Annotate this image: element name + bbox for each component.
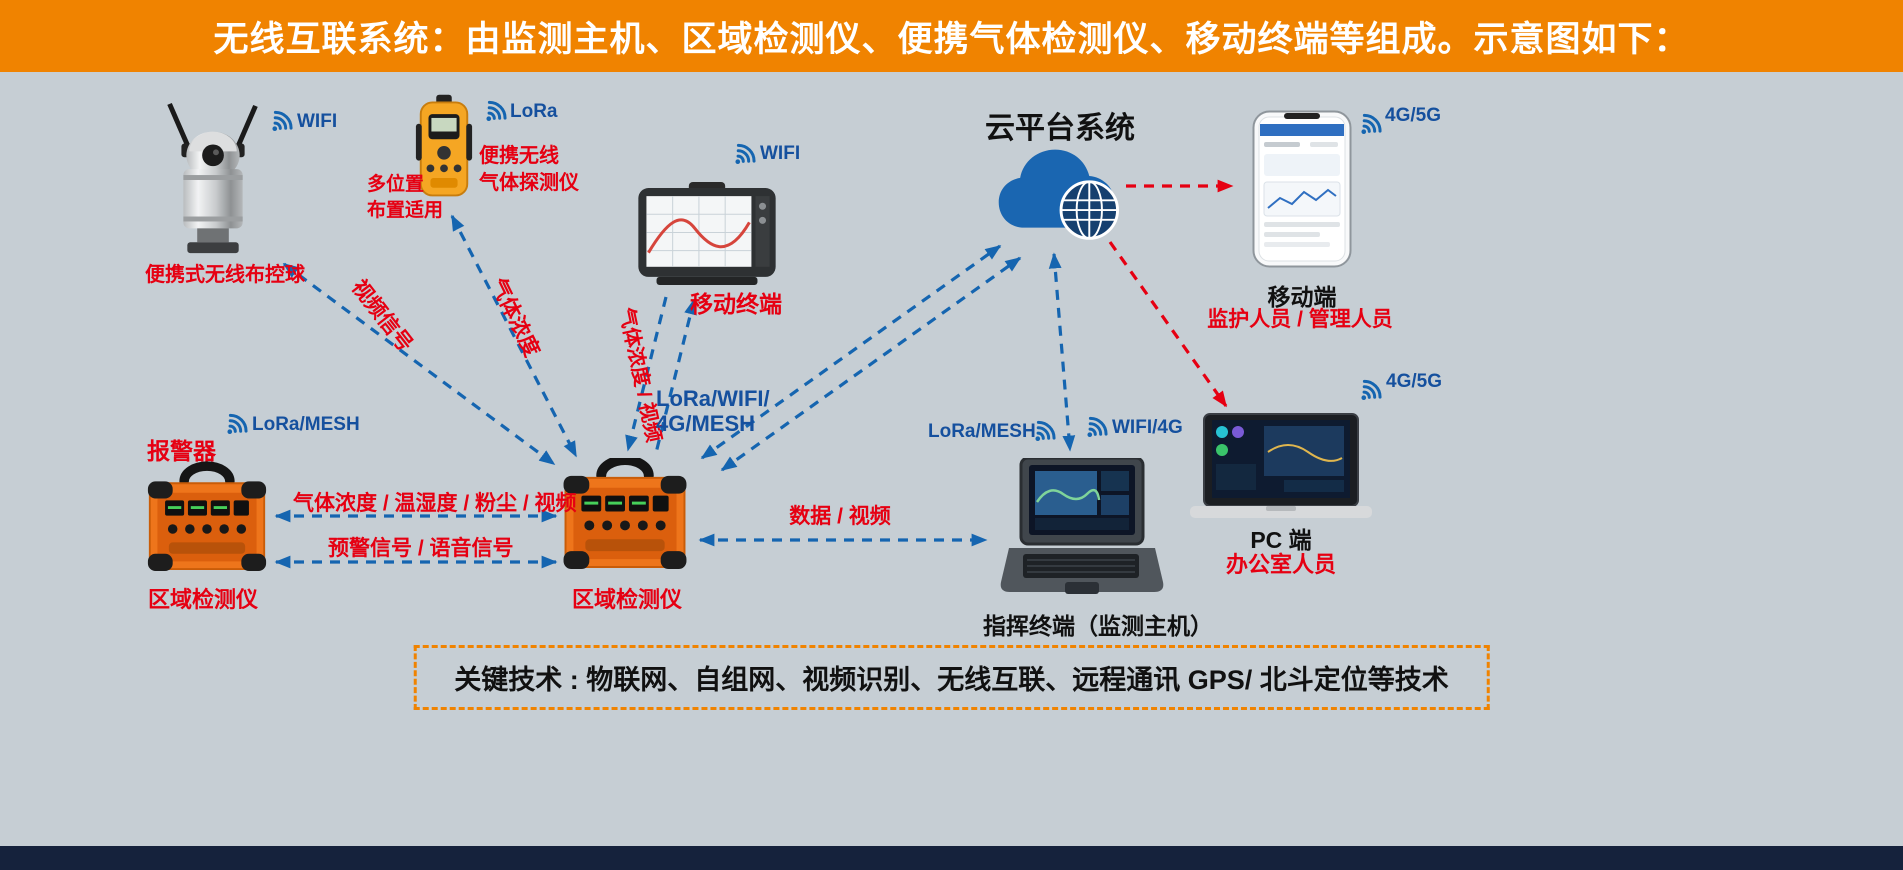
pc-label: PC 端: [1250, 527, 1312, 553]
alarm-signal-label: LoRa/MESH: [252, 414, 360, 435]
mobile-phone-label: 移动端: [1267, 284, 1337, 310]
key-technology-box: 关键技术 : 物联网、自组网、视频识别、无线互联、远程通讯 GPS/ 北斗定位等…: [413, 645, 1490, 710]
gas-detector-label: 便携无线 气体探测仪: [479, 143, 579, 197]
pc-sublabel: 办公室人员: [1225, 552, 1336, 577]
gas-detector-label-line2: 气体探测仪: [479, 172, 579, 194]
wifi-icon: [1078, 413, 1108, 443]
mobile-terminal-label: 移动终端: [690, 291, 782, 317]
gas-detector-note-line1: 多位置: [367, 174, 425, 195]
header-bar: 无线互联系统：由监测主机、区域检测仪、便携气体检测仪、移动终端等组成。示意图如下…: [0, 0, 1903, 72]
cloud-title: 云平台系统: [985, 112, 1135, 145]
cellular-icon: [1352, 110, 1382, 140]
gas-detector-note-line2: 布置适用: [367, 199, 444, 221]
mobile-terminal-signal-label: WIFI: [760, 143, 801, 164]
wifi-icon: [726, 140, 756, 170]
mobile-phone-sublabel: 监护人员 / 管理人员: [1207, 308, 1393, 331]
page-title: 无线互联系统：由监测主机、区域检测仪、便携气体检测仪、移动终端等组成。示意图如下…: [213, 19, 1690, 59]
control-ball-label: 便携式无线布控球: [145, 264, 305, 286]
edge-label-gas-concentration: 气体浓度: [485, 274, 544, 361]
edge-label-mesh-line1: LoRa/WIFI/: [656, 386, 770, 411]
key-technology-text: 关键技术 : 物联网、自组网、视频识别、无线互联、远程通讯 GPS/ 北斗定位等…: [454, 665, 1449, 695]
mobile-terminal-image: [638, 182, 776, 285]
lora-icon: [477, 97, 507, 127]
lora-mesh-icon: [218, 410, 248, 440]
control-ball-image: [167, 102, 258, 254]
command-terminal-lora-label: LoRa/MESH: [928, 421, 1036, 442]
control-ball-signal-label: WIFI: [297, 111, 338, 132]
edge-label-mesh-line2: 4G/MESH: [656, 411, 756, 437]
mobile-phone-image: [1252, 110, 1352, 268]
pc-image: [1190, 413, 1372, 518]
gas-detector-label-line1: 便携无线: [479, 145, 559, 167]
gas-detector-note: 多位置 布置适用: [367, 172, 443, 223]
area-detector-image: [563, 458, 687, 570]
cloud-icon: [998, 149, 1119, 240]
alarm-title: 报警器: [147, 438, 216, 464]
command-terminal-label: 指挥终端（监测主机）: [983, 613, 1213, 639]
edge-label-mesh: LoRa/WIFI/ 4G/MESH: [656, 386, 770, 437]
edge-label-data-video: 数据 / 视频: [789, 505, 891, 528]
edge-cloud-to-terminal: [1048, 252, 1076, 452]
command-terminal-image: [1000, 458, 1164, 594]
wifi-icon: [263, 107, 293, 137]
cellular-icon: [1352, 376, 1382, 406]
bottom-bar: [0, 846, 1903, 870]
edge-label-sensor-bundle: 气体浓度 / 温湿度 / 粉尘 / 视频: [293, 492, 577, 515]
command-terminal-wifi-label: WIFI/4G: [1112, 417, 1183, 438]
pc-signal-label: 4G/5G: [1386, 371, 1442, 392]
area-detector-label: 区域检测仪: [572, 587, 683, 612]
lora-mesh-icon: [1026, 417, 1056, 447]
gas-detector-signal-label: LoRa: [510, 101, 558, 122]
edge-label-warning: 预警信号 / 语音信号: [328, 537, 514, 560]
gas-detector-image: [415, 94, 473, 197]
alarm-device-label: 区域检测仪: [148, 587, 259, 612]
edge-label-video-signal: 视频信号: [346, 275, 417, 357]
alarm-device-image: [147, 461, 267, 571]
mobile-phone-signal-label: 4G/5G: [1385, 105, 1441, 126]
